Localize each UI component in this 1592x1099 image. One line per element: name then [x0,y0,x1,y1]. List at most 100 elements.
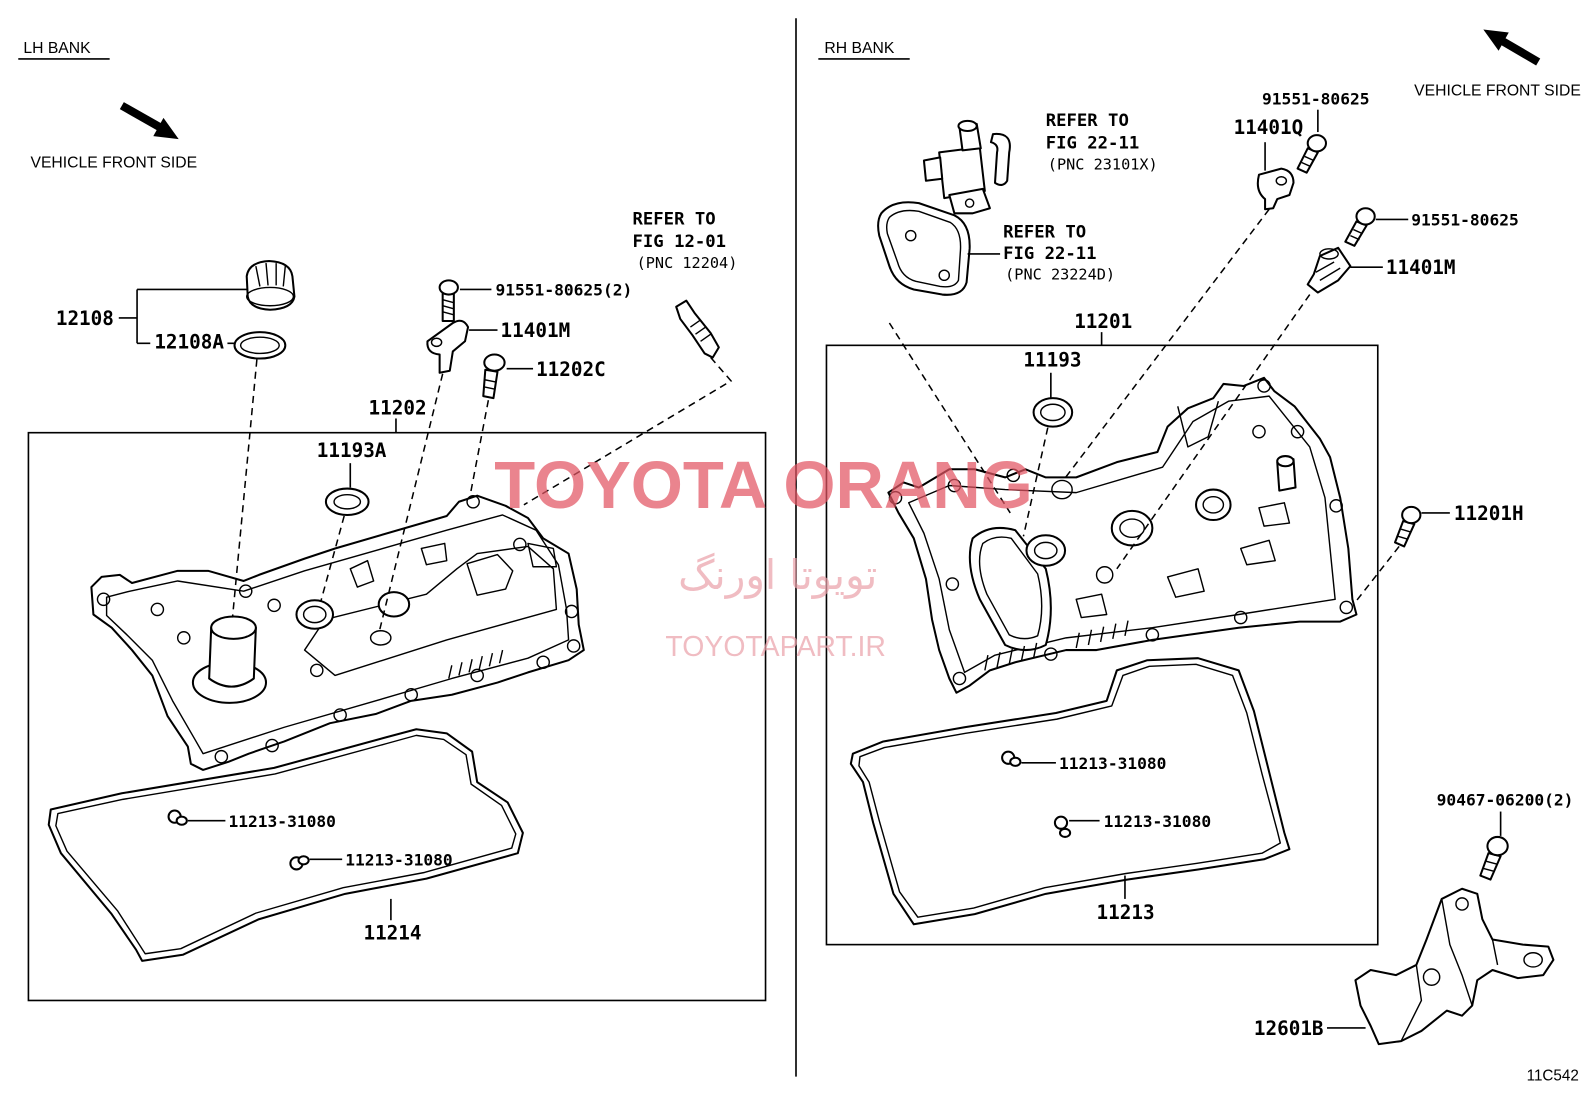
rh-sensor-hole-lower [1110,509,1154,547]
lh-cover-bolt-label: 11202C [536,358,606,381]
rh-cover-bolt-label: 11201H [1454,502,1524,525]
rh-sensor-upper-label: 11401Q [1234,116,1304,139]
rh-filler-opening-inner [978,536,1043,640]
rh-valve-cover-bosses [1075,502,1291,619]
sensor-bolt-lower-threads [1350,228,1363,241]
rh-sensor-upper [1256,167,1295,211]
lh-bank: LH BANK VEHICLE FRONT SIDE 12108 12108A [18,40,767,1002]
rh-front-arrow-icon [1483,29,1541,66]
lh-valve-cover-ribs [448,649,504,679]
cover-bolt-head [483,353,506,372]
rh-grommet-1-label: 11213-31080 [1059,754,1166,773]
lh-front-label: VEHICLE FRONT SIDE [30,155,197,172]
rh-sensor-lower-label: 11401M [1386,256,1456,279]
rh-plug-hole-inner [1033,541,1058,560]
sensor-bolt-threads [442,298,455,316]
rh-sensor-hole-upper-inner [1202,495,1225,514]
rh-valve-cover-bolt-lugs [888,379,1354,686]
lh-gasket-label: 11214 [363,922,421,945]
rh-sensor-bolt-lower [1344,207,1376,247]
watermark-brand: TOYOTA ORANG [494,448,1033,523]
sensor-lower-top [1319,248,1339,260]
lh-valve-cover-outline [90,494,585,771]
rh-bracket-bolt-label: 90467-06200(2) [1437,790,1574,809]
lh-plug-hole [295,599,335,630]
lh-cover-bolt-dashed-line [469,400,490,496]
lh-cover-gasket [47,728,524,962]
rh-sensor-bolt-upper-label: 91551-80625 [1262,90,1369,109]
rh-front-arrow-shaft [1499,37,1541,66]
lh-grommet-1-label: 11213-31080 [228,812,335,831]
rh-bracket-label: 12601B [1254,1017,1324,1040]
rh-grommet-2 [1053,815,1072,838]
lh-cover-bolt [482,353,506,400]
lh-sensor-hole [377,591,411,618]
lh-gasket-inner [55,734,517,955]
lh-plug-seal [324,487,370,516]
bracket-edges [1400,898,1499,1042]
rh-refer-valve-line-2: FIG 22-11 [1046,133,1139,153]
rh-refer-gasket-line-1: REFER TO [1003,223,1086,243]
lh-valve-cover-bolt-lugs [96,494,581,764]
plug-seal-inner [333,493,362,510]
sensor-bolt-upper-threads [1301,155,1315,168]
cover-bolt-threads [484,379,496,390]
rh-cover-bolt [1394,505,1422,548]
rh-refer-valve [922,119,1011,215]
lh-sensor-bolt-label: 91551-80625(2) [495,281,632,300]
rh-bank-title: RH BANK [824,40,894,57]
rh-plug-seal-label: 11193 [1023,349,1081,372]
refer-valve-connector [922,156,944,182]
sensor-upper-body [1256,167,1295,211]
sensor-lower-lines [1315,261,1341,281]
rh-sensor-lower [1306,246,1352,294]
rh-plug-seal [1032,397,1074,428]
rh-sensor-hole-upper [1195,488,1232,522]
rh-sensor-upper-dashed-line [1063,208,1270,480]
lh-plug-seal-dashed-line [320,515,345,602]
lh-plug-seal-label: 11193A [317,439,387,462]
sensor-bolt-upper-head [1306,134,1328,153]
cam-sensor-body [426,319,470,374]
rh-cover-bolt-shank [1394,520,1416,548]
refer-valve-bracket-hole [964,198,975,208]
rh-refer-gasket-dashed-line [888,322,1011,514]
rh-plug-seal-inner [1039,403,1066,422]
lh-refer-line-3: (PNC 12204) [637,254,738,272]
lh-12108-bracket-leader [118,288,248,345]
sensor-bolt-head [438,279,459,296]
rh-cover-label: 11201 [1074,310,1132,333]
rh-boss-2 [1095,566,1114,584]
lh-cover-label: 11202 [369,396,427,419]
rh-grommet-2-label: 11213-31080 [1104,812,1211,831]
lh-cam-sensor [426,319,470,374]
figure-code: 11C542 [1527,1068,1579,1085]
cam-sensor-mount-hole [430,337,443,348]
rh-front-arrow-head [1483,29,1509,51]
rh-gasket-label: 11213 [1097,901,1155,924]
lh-valve-cover-inner-edge [105,514,570,755]
lh-valve-cover-bosses [349,542,558,596]
rh-valve-cover [887,376,1358,694]
refer-valve-tube [989,132,1011,186]
oil-filler-cap-body [245,260,296,311]
rh-valve-cover-ribs [984,620,1129,671]
bracket-bolt-threads [1483,860,1498,873]
bracket-hole-2 [1455,897,1469,911]
lh-plug-hole-inner [302,605,327,624]
lh-oil-filler-cap [245,260,296,311]
rh-boss-1 [1051,479,1073,500]
rh-front-label: VEHICLE FRONT SIDE [1414,82,1581,99]
sensor-bolt-lower-head [1355,207,1376,226]
rh-plug-seal-dashed-line [1022,427,1049,537]
rh-plug-hole [1025,534,1067,567]
lh-cover-assembly-frame [27,431,767,1002]
refer-gasket-hole-2 [938,269,951,282]
watermark-site: TOYOTAPART.IR [665,631,886,663]
rh-valve-cover-inner-edge [907,395,1336,674]
oil-filler-gasket-inner [239,336,280,355]
cover-bolt-shank [482,368,499,400]
watermark-brand-fa: تویوتا اورنگ [678,551,877,599]
rh-valve-cover-pipe [1177,401,1220,448]
bracket-bolt-shank [1479,852,1502,881]
